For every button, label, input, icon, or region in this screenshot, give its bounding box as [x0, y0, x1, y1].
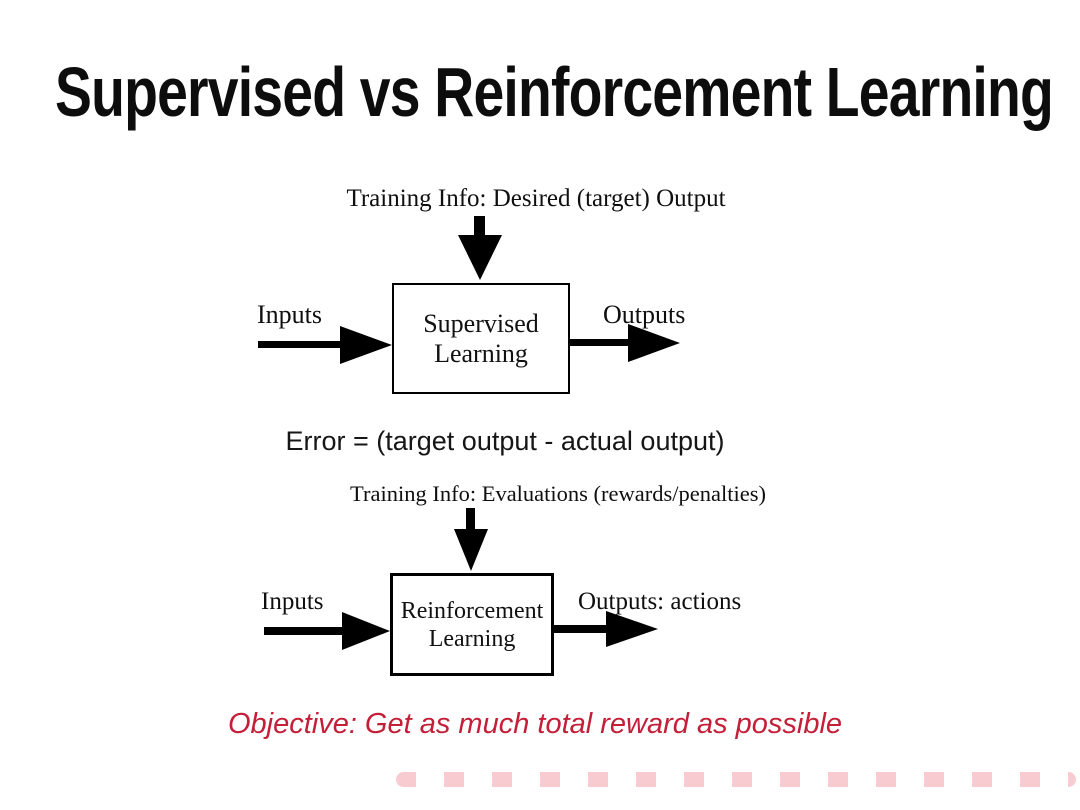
right-arrow-supervised-input-head — [340, 326, 392, 364]
down-arrow-supervised-stem — [474, 216, 485, 238]
reinforcement-box-line2: Learning — [428, 625, 516, 652]
supervised-learning-box: Supervised Learning — [392, 283, 570, 394]
slide-title: Supervised vs Reinforcement Learning — [55, 53, 1054, 131]
down-arrow-supervised-head — [458, 235, 502, 280]
reinforcement-training-info-label: Training Info: Evaluations (rewards/pena… — [350, 481, 766, 506]
supervised-box-line2: Learning — [434, 338, 528, 368]
bottom-artifact-dashes — [396, 772, 1076, 787]
reinforcement-learning-box: Reinforcement Learning — [390, 573, 554, 676]
down-arrow-reinforcement-stem — [466, 508, 475, 532]
right-arrow-supervised-output-line — [570, 339, 632, 346]
supervised-box-line1: Supervised — [423, 308, 539, 338]
supervised-training-info-label: Training Info: Desired (target) Output — [346, 185, 726, 212]
right-arrow-reinforcement-output-head — [606, 611, 658, 647]
right-arrow-reinforcement-input-line — [264, 627, 348, 635]
reinforcement-box-line1: Reinforcement — [400, 597, 544, 624]
supervised-inputs-label: Inputs — [257, 300, 322, 329]
right-arrow-reinforcement-output-line — [553, 625, 611, 633]
objective-text: Objective: Get as much total reward as p… — [227, 708, 843, 740]
reinforcement-inputs-label: Inputs — [261, 588, 324, 615]
right-arrow-supervised-output-head — [628, 324, 680, 362]
down-arrow-reinforcement-head — [454, 529, 488, 571]
right-arrow-reinforcement-input-head — [342, 612, 390, 650]
right-arrow-supervised-input-line — [258, 341, 346, 348]
error-formula-text: Error = (target output - actual output) — [285, 426, 725, 456]
reinforcement-outputs-label: Outputs: actions — [578, 588, 742, 615]
